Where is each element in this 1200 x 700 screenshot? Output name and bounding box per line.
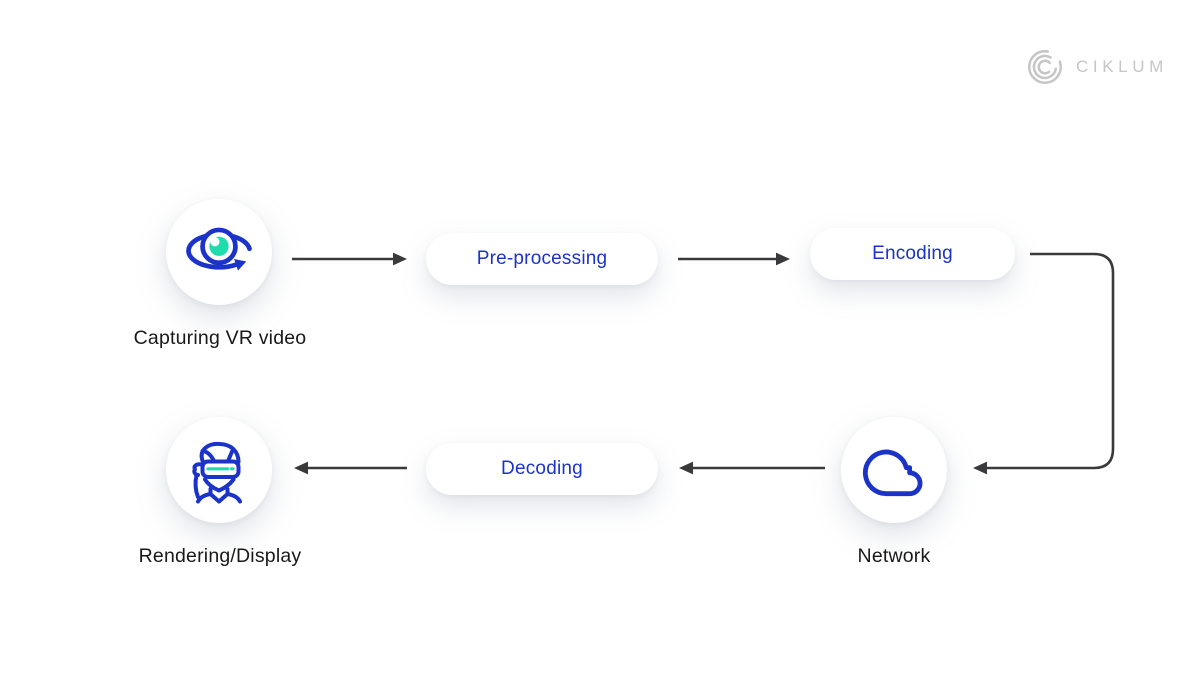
- vr-person-icon: [192, 441, 242, 504]
- node-encoding: Encoding: [810, 228, 1015, 280]
- brand-name: CIKLUM: [1076, 57, 1168, 76]
- ciklum-arcs-icon: [1028, 49, 1062, 84]
- node-rendering-label: Rendering/Display: [138, 545, 302, 567]
- cloud-icon: [862, 449, 923, 497]
- node-encoding-label: Encoding: [872, 243, 953, 264]
- node-decoding-label: Decoding: [501, 458, 583, 479]
- arrow-encoding-to-network: [973, 252, 1115, 475]
- node-decoding: Decoding: [426, 443, 658, 495]
- arrow-network-to-decoding: [679, 461, 825, 475]
- arrow-preprocessing-to-encoding: [678, 252, 790, 266]
- node-capturing-label: Capturing VR video: [133, 327, 307, 349]
- node-network-label: Network: [857, 545, 931, 567]
- arrow-capturing-to-preprocessing: [292, 252, 407, 266]
- node-capturing: [166, 199, 272, 305]
- camera-360-icon: [186, 227, 252, 271]
- node-network: [841, 417, 947, 523]
- node-preprocessing: Pre-processing: [426, 233, 658, 285]
- node-rendering: [166, 417, 272, 523]
- arrow-decoding-to-rendering: [294, 461, 407, 475]
- node-preprocessing-label: Pre-processing: [476, 248, 608, 269]
- brand-logo: CIKLUM: [1024, 46, 1168, 88]
